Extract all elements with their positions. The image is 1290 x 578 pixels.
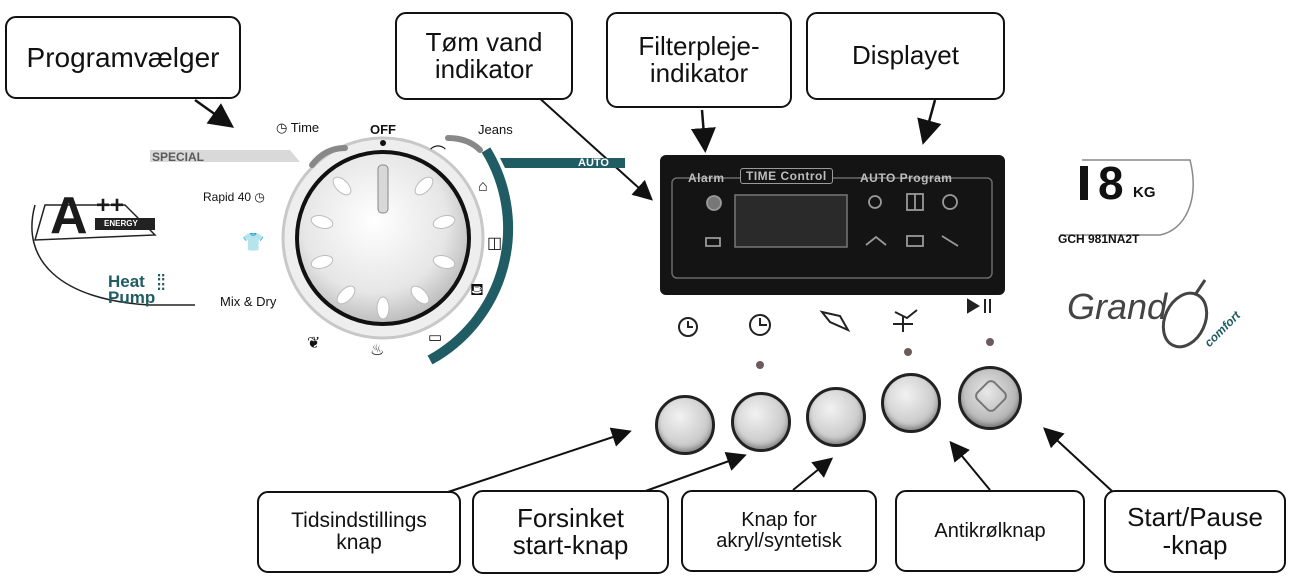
arrow-filterpleje bbox=[690, 109, 716, 153]
dial-label-mix-dry: Mix & Dry bbox=[220, 294, 277, 309]
jeans-icon: ⌒ bbox=[430, 146, 447, 163]
arrow-displayet bbox=[917, 99, 942, 145]
capacity-badge bbox=[1060, 159, 1194, 236]
feather-icon: ❦ bbox=[307, 335, 321, 352]
heat-pump-rays-icon: ⁞⁞ bbox=[156, 270, 166, 295]
dial-label-auto: AUTO bbox=[578, 157, 609, 169]
energy-curve bbox=[31, 204, 195, 306]
off-dot bbox=[380, 140, 386, 146]
jeans-capsule bbox=[445, 135, 483, 153]
callout-akryl: Knap for akryl/syntetisk bbox=[681, 490, 877, 572]
callout-startpause: Start/Pause -knap bbox=[1104, 490, 1286, 573]
callout-text: Antikrølknap bbox=[934, 519, 1046, 542]
delay-start-button[interactable] bbox=[731, 392, 791, 452]
clock-icon: ◷ bbox=[276, 120, 288, 135]
callout-text: Tøm vand bbox=[425, 26, 543, 57]
dial-ribs bbox=[310, 176, 456, 320]
clock-icon: ◷ bbox=[254, 190, 265, 204]
auto-band bbox=[500, 158, 625, 168]
start-pause-inner-icon bbox=[972, 377, 1010, 415]
callout-text: knap bbox=[336, 531, 382, 554]
brand-grand: Grand bbox=[1067, 286, 1168, 327]
callout-text: Start/Pause bbox=[1127, 502, 1263, 533]
display-label-auto-program: AUTO Program bbox=[860, 171, 953, 185]
energy-class-letter: A bbox=[50, 187, 88, 245]
callout-displayet: Displayet bbox=[806, 12, 1005, 100]
time-capsule bbox=[309, 145, 348, 168]
callout-forsinket: Forsinket start-knap bbox=[472, 490, 669, 574]
special-swoosh bbox=[150, 150, 300, 162]
arrow-tidsindstillings bbox=[447, 427, 632, 493]
dial-label-off: OFF bbox=[370, 122, 396, 137]
dial-label-rapid-text: Rapid 40 bbox=[203, 190, 252, 204]
dial-knob[interactable] bbox=[295, 150, 471, 326]
led-startpause bbox=[986, 338, 994, 346]
callout-text: Tidsindstillings bbox=[291, 508, 427, 532]
dial-handle bbox=[377, 164, 389, 214]
callout-text: Filterpleje- bbox=[638, 30, 760, 61]
grand-o-accent bbox=[1193, 279, 1207, 296]
arrow-akryl bbox=[792, 457, 834, 491]
callout-text: Programvælger bbox=[26, 41, 220, 73]
button-icons bbox=[678, 298, 991, 337]
lcd-screen bbox=[734, 194, 848, 248]
display-label-alarm: Alarm bbox=[688, 171, 725, 185]
energy-band bbox=[95, 218, 155, 230]
arrow-forsinket bbox=[639, 451, 747, 494]
led-antikroel bbox=[904, 348, 912, 356]
model-number: GCH 981NA2T bbox=[1058, 232, 1140, 246]
heat-pump-heat: Heat bbox=[108, 272, 145, 291]
display-label-time-control: TIME Control bbox=[740, 168, 833, 184]
time-setting-button[interactable] bbox=[655, 395, 715, 455]
start-pause-button[interactable] bbox=[958, 366, 1022, 430]
acrylic-synthetic-button[interactable] bbox=[806, 387, 866, 447]
callout-text: Knap for bbox=[741, 509, 817, 531]
capacity-number: 8 bbox=[1098, 157, 1124, 209]
iron-icon: ♨ bbox=[370, 342, 385, 359]
callout-text: -knap bbox=[1162, 529, 1228, 560]
energy-class-plus: ++ bbox=[96, 192, 125, 219]
arrow-toem-vand bbox=[535, 94, 653, 201]
arrow-startpause bbox=[1043, 427, 1114, 493]
capacity-bar bbox=[1080, 166, 1088, 200]
callout-text: indikator bbox=[649, 58, 749, 88]
callout-antikroel: Antikrølknap bbox=[895, 490, 1085, 572]
shirt-icon: 👕 bbox=[242, 232, 265, 252]
callout-text: indikator bbox=[434, 54, 534, 84]
display-icons bbox=[705, 193, 959, 247]
anti-crease-button[interactable] bbox=[881, 373, 941, 433]
baby-icon: ▭ bbox=[428, 329, 443, 346]
capacity-unit: KG bbox=[1133, 184, 1156, 201]
callout-text: akryl/syntetisk bbox=[716, 530, 842, 552]
dial-label-time: ◷ Time bbox=[276, 120, 319, 136]
dial-label-time-text: Time bbox=[290, 120, 320, 135]
dial-label-jeans: Jeans bbox=[478, 122, 513, 137]
arrow-programvaelger bbox=[194, 98, 235, 128]
led-delay bbox=[756, 361, 764, 369]
cupboard-icon: ◫ bbox=[487, 235, 503, 252]
auto-arc bbox=[427, 147, 514, 365]
callout-text: start-knap bbox=[512, 530, 629, 560]
callout-toem-vand: Tøm vand indikator bbox=[395, 12, 573, 100]
callout-tidsindstillings: Tidsindstillings knap bbox=[257, 491, 461, 573]
callout-text: Forsinket bbox=[517, 502, 624, 533]
heat-pump-pump: Pump bbox=[108, 288, 156, 307]
sport-icon: ⛾ bbox=[470, 280, 484, 299]
home-icon: ⌂ bbox=[478, 178, 488, 195]
callout-programvaelger: Programvælger bbox=[5, 16, 241, 99]
arrow-antikroel bbox=[949, 440, 991, 491]
dial-label-special: SPECIAL bbox=[152, 150, 205, 164]
callout-text: Displayet bbox=[852, 40, 959, 71]
energy-word: ENERGY bbox=[104, 219, 138, 228]
dial-label-rapid: Rapid 40 ◷ bbox=[203, 190, 265, 204]
callout-filterpleje: Filterpleje- indikator bbox=[606, 12, 792, 108]
